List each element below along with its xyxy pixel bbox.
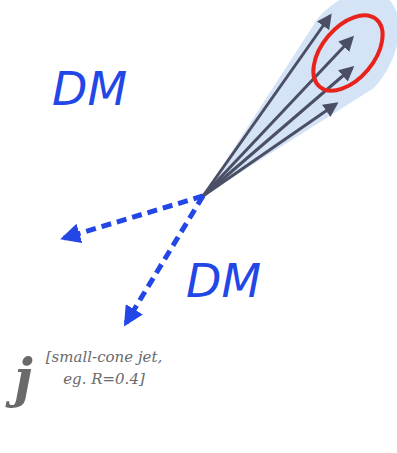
annotation-note: [small-cone jet, eg. R=0.4] xyxy=(40,346,168,390)
jet-symbol: j xyxy=(14,352,33,404)
particle-track xyxy=(203,38,352,196)
jet-cone-boundary xyxy=(300,3,396,104)
particle-label: DM xyxy=(52,66,127,112)
jet-cone xyxy=(203,0,397,196)
particle-track xyxy=(203,104,336,196)
particle-label: DM xyxy=(186,258,261,304)
particle-track xyxy=(203,68,352,196)
particle-track xyxy=(203,16,330,196)
